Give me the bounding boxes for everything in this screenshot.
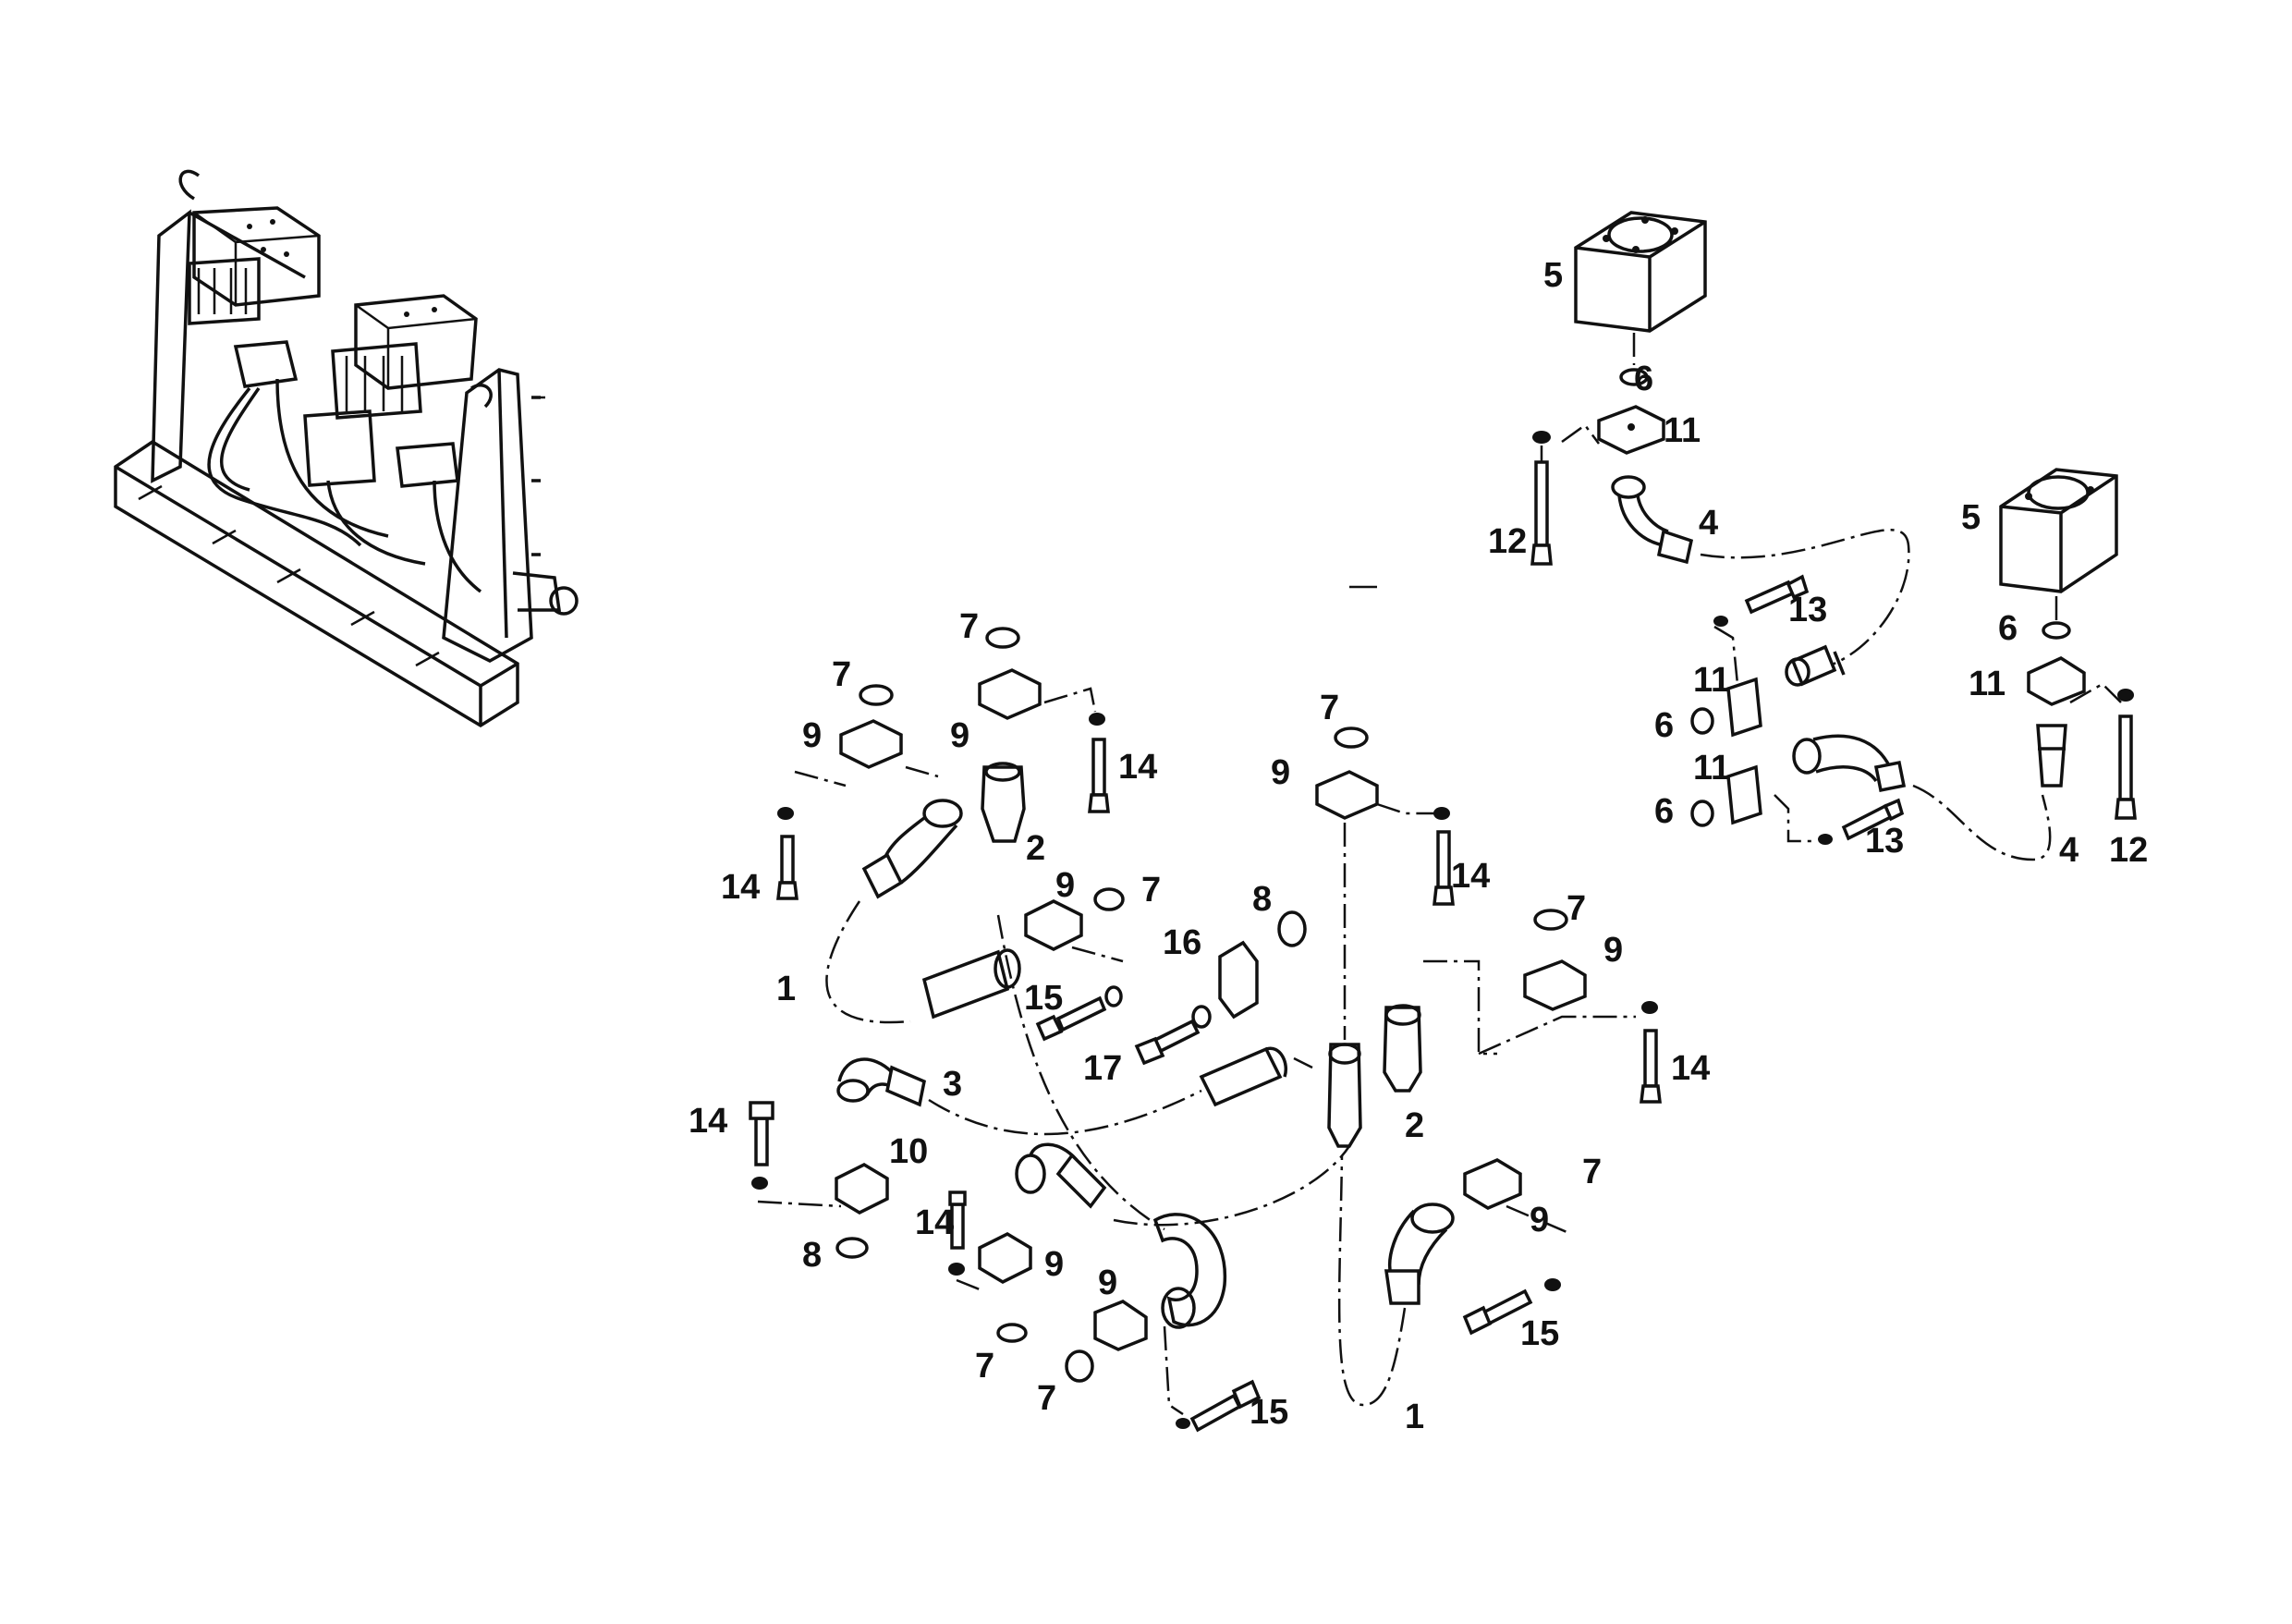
callout-6: 6 — [1998, 609, 2018, 648]
callout-14: 14 — [1118, 748, 1157, 787]
callout-15: 15 — [1024, 979, 1063, 1018]
callout-14: 14 — [689, 1102, 727, 1141]
callout-13: 13 — [1788, 591, 1827, 629]
callout-13: 13 — [1865, 822, 1904, 861]
callout-6: 6 — [1654, 706, 1674, 745]
callout-15: 15 — [1520, 1314, 1559, 1353]
callout-7: 7 — [1320, 689, 1339, 727]
callout-7: 7 — [975, 1347, 994, 1386]
callout-11: 11 — [1664, 411, 1701, 450]
callout-11: 11 — [1693, 749, 1730, 788]
callout-17: 17 — [1083, 1049, 1122, 1088]
callout-3: 3 — [943, 1065, 962, 1104]
callout-8: 8 — [802, 1236, 822, 1275]
callout-9: 9 — [1530, 1201, 1549, 1239]
center-assembly — [749, 585, 1662, 1433]
callout-2: 2 — [1405, 1106, 1424, 1145]
callout-1: 1 — [776, 970, 796, 1008]
callout-12: 12 — [1488, 522, 1527, 561]
callout-14: 14 — [1671, 1049, 1710, 1088]
callout-1: 1 — [1405, 1398, 1424, 1436]
callout-4: 4 — [1699, 504, 1718, 543]
callout-9: 9 — [1603, 931, 1623, 970]
callout-9: 9 — [1055, 866, 1075, 905]
callout-14: 14 — [915, 1203, 954, 1242]
callout-12: 12 — [2109, 831, 2148, 870]
callout-7: 7 — [1567, 889, 1586, 928]
callout-6: 6 — [1634, 360, 1653, 398]
callout-9: 9 — [1098, 1264, 1117, 1302]
callout-7: 7 — [832, 655, 851, 694]
callout-9: 9 — [802, 716, 822, 755]
overview-assembly-illustration — [114, 169, 579, 728]
callout-9: 9 — [950, 716, 969, 755]
callout-9: 9 — [1044, 1245, 1064, 1284]
callout-8: 8 — [1252, 880, 1272, 919]
callout-11: 11 — [1969, 665, 2006, 703]
callout-7: 7 — [1037, 1379, 1056, 1418]
callout-2: 2 — [1026, 829, 1045, 868]
top-right-assembly — [1530, 211, 2137, 861]
callout-16: 16 — [1163, 923, 1201, 962]
callout-5: 5 — [1961, 498, 1981, 537]
callout-11: 11 — [1693, 661, 1730, 700]
callout-14: 14 — [721, 868, 760, 907]
callout-6: 6 — [1654, 792, 1674, 831]
callout-7: 7 — [1141, 871, 1161, 910]
callout-7: 7 — [959, 607, 979, 646]
callout-5: 5 — [1543, 256, 1563, 295]
callout-4: 4 — [2059, 831, 2079, 870]
callout-10: 10 — [889, 1132, 928, 1171]
callout-15: 15 — [1250, 1393, 1288, 1432]
callout-7: 7 — [1582, 1153, 1602, 1191]
callout-14: 14 — [1451, 857, 1490, 896]
callout-9: 9 — [1271, 753, 1290, 792]
